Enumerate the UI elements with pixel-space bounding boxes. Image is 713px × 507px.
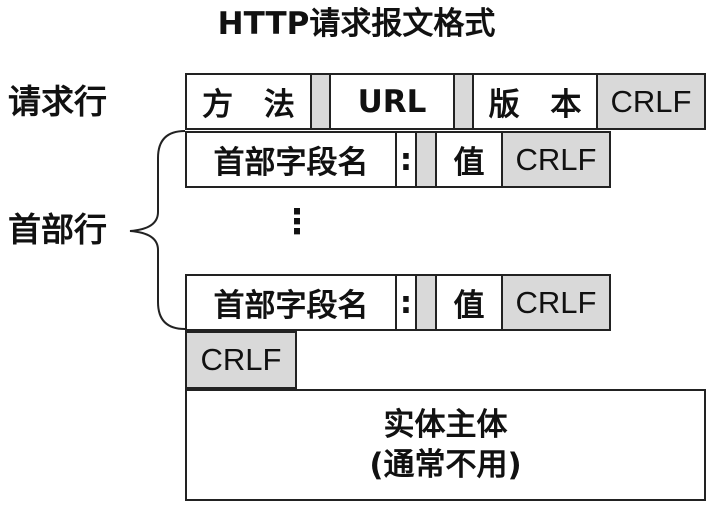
- header-lines-label: 首部行: [8, 210, 107, 249]
- value-cell: 值: [435, 274, 503, 331]
- crlf-cell: CRLF: [501, 274, 611, 331]
- colon-cell: :: [395, 274, 417, 331]
- request-line-label: 请求行: [8, 82, 107, 121]
- entity-body-box: 实体主体 (通常不用): [185, 389, 706, 501]
- header-separator: [415, 131, 437, 188]
- entity-body-title: 实体主体: [383, 407, 508, 443]
- crlf-cell: CRLF: [596, 73, 706, 130]
- url-cell: URL: [329, 73, 455, 130]
- field-name-cell: 首部字段名: [185, 274, 397, 331]
- crlf-cell: CRLF: [501, 131, 611, 188]
- request-separator: [453, 73, 474, 130]
- header-separator: [415, 274, 437, 331]
- value-cell: 值: [435, 131, 503, 188]
- method-cell: 方 法: [185, 73, 312, 130]
- request-separator: [310, 73, 331, 130]
- entity-body-note: (通常不用): [369, 447, 522, 483]
- field-name-cell: 首部字段名: [185, 131, 397, 188]
- blank-line-crlf-cell: CRLF: [185, 331, 297, 389]
- colon-cell: :: [395, 131, 417, 188]
- diagram-title: HTTP请求报文格式: [217, 6, 496, 42]
- version-cell: 版 本: [472, 73, 598, 130]
- ellipsis-icon: ⋮: [280, 202, 314, 242]
